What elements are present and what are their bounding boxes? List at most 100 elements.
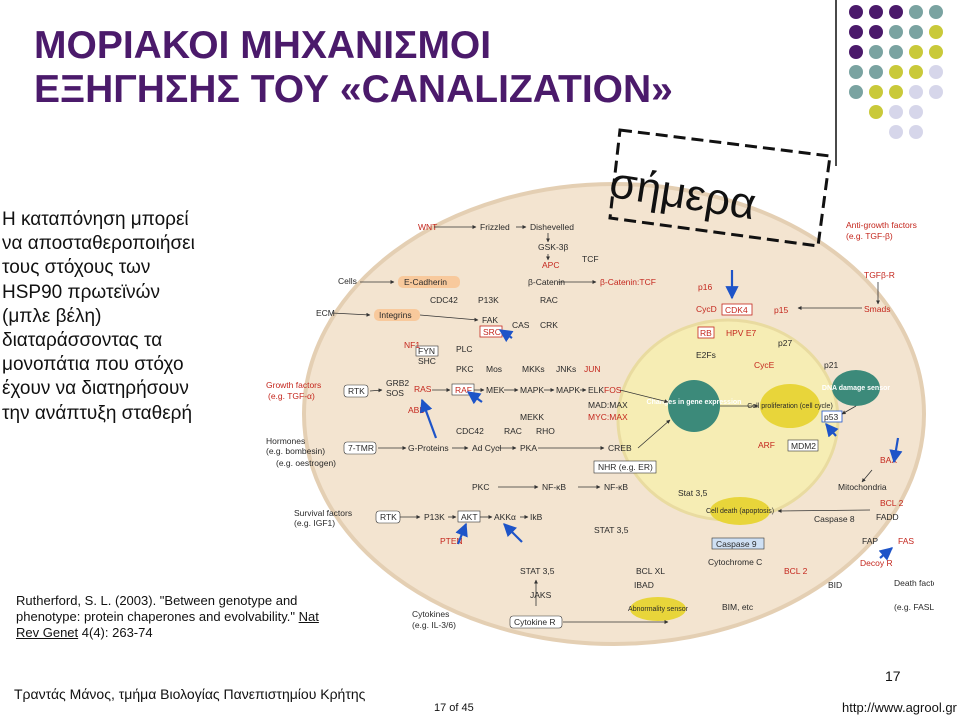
label-raf: RAF xyxy=(455,385,472,395)
label-gsk: GSK-3β xyxy=(538,242,569,252)
label-mitochondria: Mitochondria xyxy=(838,482,887,492)
label-cytokiner: Cytokine R xyxy=(514,617,556,627)
label-wnt: WNT xyxy=(418,222,437,232)
label-nhr: NHR (e.g. ER) xyxy=(598,462,653,472)
label-gproteins: G-Proteins xyxy=(408,443,449,453)
label-crk: CRK xyxy=(540,320,558,330)
cellprolif-node xyxy=(760,384,820,428)
label-mad: MAD:MAX xyxy=(588,400,628,410)
dot-row-4 xyxy=(849,65,943,79)
label-fadd: FADD xyxy=(876,512,899,522)
title-line-2: ΕΞΗΓΗΣΗΣ ΤΟΥ «CANALIZATION» xyxy=(34,68,673,111)
box-rb xyxy=(697,326,715,339)
box-tmr xyxy=(343,441,377,455)
label-rac2: RAC xyxy=(504,426,522,436)
label-celldeath: Cell death (apoptosis) xyxy=(706,508,774,515)
label-rtk2: RTK xyxy=(380,512,397,522)
label-p21: p21 xyxy=(824,360,838,370)
label-survival: Survival factors xyxy=(294,508,352,518)
label-cdc42: CDC42 xyxy=(430,295,458,305)
label-caspase8: Caspase 8 xyxy=(814,514,855,524)
label-mapk2: MAPK xyxy=(556,385,580,395)
label-hpv: HPV E7 xyxy=(726,328,757,338)
label-abl: ABL xyxy=(408,405,424,415)
reference-volume: 4(4): 263-74 xyxy=(78,625,153,640)
body-line: την ανάπτυξη σταθερή xyxy=(2,402,193,424)
label-cytokines-eg: (e.g. IL-3/6) xyxy=(412,620,456,630)
label-apc: APC xyxy=(542,260,559,270)
decorative-divider xyxy=(835,0,837,166)
label-decoy: Decoy R xyxy=(860,558,893,568)
label-p13k2: P13K xyxy=(424,512,445,522)
label-bcatenin-tcf: β-Catenin:TCF xyxy=(600,277,656,287)
label-cas: CAS xyxy=(512,320,530,330)
dot-row-6 xyxy=(869,105,923,119)
label-p53: p53 xyxy=(824,412,838,422)
celldeath-node xyxy=(710,497,770,525)
footer-url[interactable]: http://www.agrool.gr xyxy=(842,700,957,715)
label-rac: RAC xyxy=(540,295,558,305)
label-p16: p16 xyxy=(698,282,712,292)
body-line: HSP90 πρωτεϊνών xyxy=(2,281,160,303)
dot-row-5 xyxy=(849,85,943,99)
callout-dashed-frame xyxy=(608,128,832,248)
label-p13k: P13K xyxy=(478,295,499,305)
label-changes: Changes in gene expression xyxy=(647,399,742,406)
label-smads: Smads xyxy=(864,304,890,314)
label-nfkb2: NF-κB xyxy=(604,482,628,492)
reference-line-1: Rutherford, S. L. (2003). "Between genot… xyxy=(16,593,298,608)
label-p15: p15 xyxy=(774,305,788,315)
label-abnormality: Abnormality sensor xyxy=(628,606,689,613)
label-fas: FAS xyxy=(898,536,914,546)
label-src: SRC xyxy=(483,327,501,337)
label-antigrowth: Anti-growth factors xyxy=(846,220,917,230)
label-bax: BAX xyxy=(880,455,897,465)
reference-line-2-text: phenotype: protein chaperones and evolva… xyxy=(16,609,296,624)
label-myc: MYC:MAX xyxy=(588,412,628,422)
body-line: διαταράσσοντας τα xyxy=(2,330,163,352)
label-bcl2b: BCL 2 xyxy=(784,566,808,576)
page-counter: 17 of 45 xyxy=(434,702,474,714)
label-nf1: NF1 xyxy=(404,340,420,350)
footer-author: Τραντάς Μάνος, τμήμα Βιολογίας Πανεπιστη… xyxy=(14,686,366,702)
hsp90-blue-arrows xyxy=(419,270,903,561)
label-oestrogen: (e.g. oestrogen) xyxy=(276,458,336,468)
slide-title: ΜΟΡΙΑΚΟΙ ΜΗΧΑΝΙΣΜΟΙ ΕΞΗΓΗΣΗΣ ΤΟΥ «CANALI… xyxy=(34,24,834,112)
label-dishevelled: Dishevelled xyxy=(530,222,574,232)
box-fyn xyxy=(415,345,439,357)
label-fak: FAK xyxy=(482,315,498,325)
box-caspase9 xyxy=(711,537,765,550)
label-nfkb: NF-κB xyxy=(542,482,566,492)
decorative-dot-grid xyxy=(849,5,943,139)
label-fap: FAP xyxy=(862,536,878,546)
label-bid: BID xyxy=(828,580,842,590)
label-jun: JUN xyxy=(584,364,601,374)
label-pka: PKA xyxy=(520,443,537,453)
label-sos: SOS xyxy=(386,388,404,398)
label-mek: MEK xyxy=(486,385,505,395)
abnormality-node xyxy=(630,597,686,621)
reference-journal-link[interactable]: Rev Genet xyxy=(16,625,79,640)
body-line: έχουν να διατηρήσουν xyxy=(2,378,189,400)
label-cytokines: Cytokines xyxy=(412,609,449,619)
label-fos: FOS xyxy=(604,385,622,395)
label-adcycl: Ad Cycl xyxy=(472,443,501,453)
reference-nat-link[interactable]: Nat xyxy=(298,609,319,624)
label-jnks: JNKs xyxy=(556,364,576,374)
label-bclxl: BCL XL xyxy=(636,566,665,576)
dot-row-7 xyxy=(889,125,923,139)
label-ikb: IkB xyxy=(530,512,543,522)
label-shc: SHC xyxy=(418,356,436,366)
title-line-1: ΜΟΡΙΑΚΟΙ ΜΗΧΑΝΙΣΜΟΙ xyxy=(34,24,492,67)
box-rtk xyxy=(343,384,369,398)
body-line: τους στόχους των xyxy=(2,257,151,279)
label-elk: ELK xyxy=(588,385,604,395)
box-mdm2 xyxy=(787,439,819,452)
label-pten: PTEN xyxy=(440,536,463,546)
label-bcatenin: β-Catenin xyxy=(528,277,565,287)
box-ecadherin xyxy=(398,276,460,288)
label-mos: Mos xyxy=(486,364,502,374)
label-rtk: RTK xyxy=(348,386,365,396)
signaling-pathway-diagram: WNT Frizzled Dishevelled GSK-3β APC TCF … xyxy=(266,182,934,646)
dot-row-3 xyxy=(849,45,943,59)
